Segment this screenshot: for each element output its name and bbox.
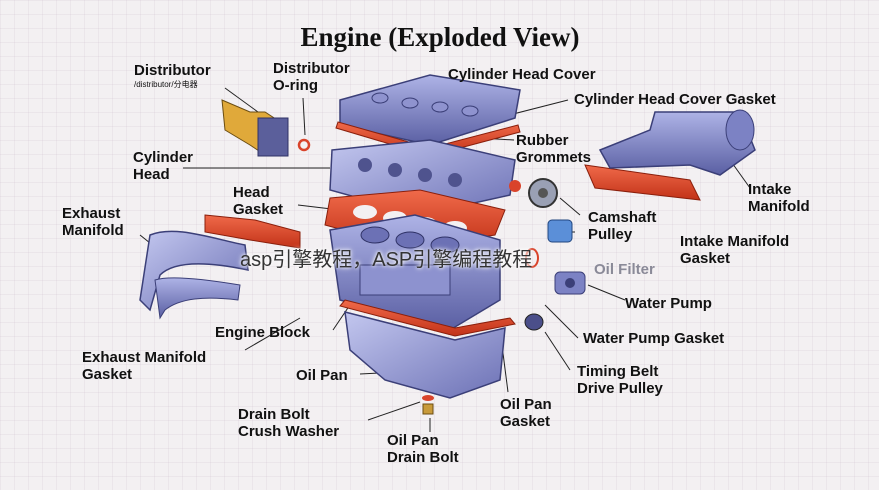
cylinder-head-cover-part bbox=[339, 74, 521, 146]
label-intake-manifold-gasket-line2: Gasket bbox=[680, 250, 731, 267]
label-timing-belt-drive-pulley: Timing Belt Drive Pulley bbox=[577, 363, 663, 397]
intake-manifold-gasket-part bbox=[584, 164, 701, 201]
label-rubber-grommets-line2: Grommets bbox=[516, 149, 592, 166]
label-intake-manifold-gasket: Intake Manifold Gasket bbox=[680, 233, 789, 267]
label-head-gasket-line2: Gasket bbox=[233, 201, 284, 218]
label-timing-belt-line1: Timing Belt bbox=[577, 363, 659, 380]
label-distributor: Distributor bbox=[134, 62, 211, 79]
label-oil-pan-drain-bolt-line1: Oil Pan bbox=[387, 432, 439, 449]
label-camshaft-pulley-line2: Pulley bbox=[588, 226, 633, 243]
label-oil-pan-gasket-line2: Gasket bbox=[500, 413, 551, 430]
label-camshaft-pulley-line1: Camshaft bbox=[588, 209, 657, 226]
label-cylinder-head-cover: Cylinder Head Cover bbox=[448, 66, 596, 83]
label-oil-pan-gasket: Oil Pan Gasket bbox=[500, 396, 552, 430]
water-pump-part bbox=[554, 271, 586, 295]
label-head-gasket-line1: Head bbox=[233, 184, 270, 201]
label-intake-manifold-line1: Intake bbox=[748, 181, 792, 198]
camshaft-pulley-part bbox=[528, 178, 558, 208]
diagram-title: Engine (Exploded View) bbox=[300, 22, 580, 52]
watermark-text: asp引擎教程，ASP引擎编程教程 bbox=[240, 249, 533, 271]
label-engine-block: Engine Block bbox=[215, 324, 311, 341]
oil-filter-part bbox=[547, 219, 573, 243]
label-water-pump-gasket: Water Pump Gasket bbox=[583, 330, 725, 347]
label-oil-pan-drain-bolt-line2: Drain Bolt bbox=[387, 449, 459, 466]
label-drain-bolt-line1: Drain Bolt bbox=[238, 406, 310, 423]
timing-belt-drive-pulley-part bbox=[524, 313, 544, 331]
distributor-oring-part bbox=[297, 138, 311, 152]
label-distributor-oring-line1: Distributor bbox=[273, 60, 350, 77]
intake-manifold-part bbox=[598, 109, 756, 176]
label-drain-bolt-crush-washer: Drain Bolt Crush Washer bbox=[238, 406, 339, 440]
label-exhaust-manifold-gasket-line2: Gasket bbox=[82, 366, 133, 383]
label-exhaust-manifold: Exhaust Manifold bbox=[62, 205, 124, 239]
label-timing-belt-line2: Drive Pulley bbox=[577, 380, 663, 397]
label-cylinder-head-line2: Head bbox=[133, 166, 170, 183]
label-intake-manifold-line2: Manifold bbox=[748, 198, 810, 215]
distributor-part bbox=[221, 99, 289, 157]
label-distributor-oring-line2: O-ring bbox=[273, 77, 318, 94]
label-exhaust-manifold-gasket: Exhaust Manifold Gasket bbox=[82, 349, 206, 383]
water-pump-gasket-part bbox=[525, 248, 539, 268]
label-oil-pan-drain-bolt: Oil Pan Drain Bolt bbox=[387, 432, 459, 466]
label-cylinder-head: Cylinder Head bbox=[133, 149, 193, 183]
label-distributor-sub: /distributor/分电器 bbox=[134, 80, 198, 89]
engine-block-part bbox=[329, 214, 501, 331]
label-rubber-grommets-line1: Rubber bbox=[516, 132, 569, 149]
label-camshaft-pulley: Camshaft Pulley bbox=[588, 209, 656, 243]
label-distributor-oring: Distributor O-ring bbox=[273, 60, 350, 94]
label-distributor-text: Distributor bbox=[134, 62, 211, 79]
oil-pan-gasket-part bbox=[339, 299, 516, 337]
label-exhaust-manifold-line2: Manifold bbox=[62, 222, 124, 239]
drain-bolt-part bbox=[422, 395, 434, 415]
label-oil-pan-gasket-line1: Oil Pan bbox=[500, 396, 552, 413]
label-oil-filter: Oil Filter bbox=[594, 261, 655, 278]
label-rubber-grommets: Rubber Grommets bbox=[516, 132, 591, 166]
label-intake-manifold: Intake Manifold bbox=[748, 181, 810, 215]
oil-pan-part bbox=[344, 311, 506, 399]
label-oil-pan: Oil Pan bbox=[296, 367, 348, 384]
label-intake-manifold-gasket-line1: Intake Manifold bbox=[680, 233, 790, 250]
label-water-pump: Water Pump bbox=[625, 295, 712, 312]
label-cylinder-head-line1: Cylinder bbox=[133, 149, 194, 166]
label-head-gasket: Head Gasket bbox=[233, 184, 283, 218]
exhaust-manifold-gasket-part bbox=[204, 214, 301, 249]
label-exhaust-manifold-gasket-line1: Exhaust Manifold bbox=[82, 349, 207, 366]
label-drain-bolt-line2: Crush Washer bbox=[238, 423, 340, 440]
label-exhaust-manifold-line1: Exhaust bbox=[62, 205, 121, 222]
label-cylinder-head-cover-gasket: Cylinder Head Cover Gasket bbox=[574, 91, 776, 108]
exhaust-manifold-part bbox=[139, 230, 249, 320]
